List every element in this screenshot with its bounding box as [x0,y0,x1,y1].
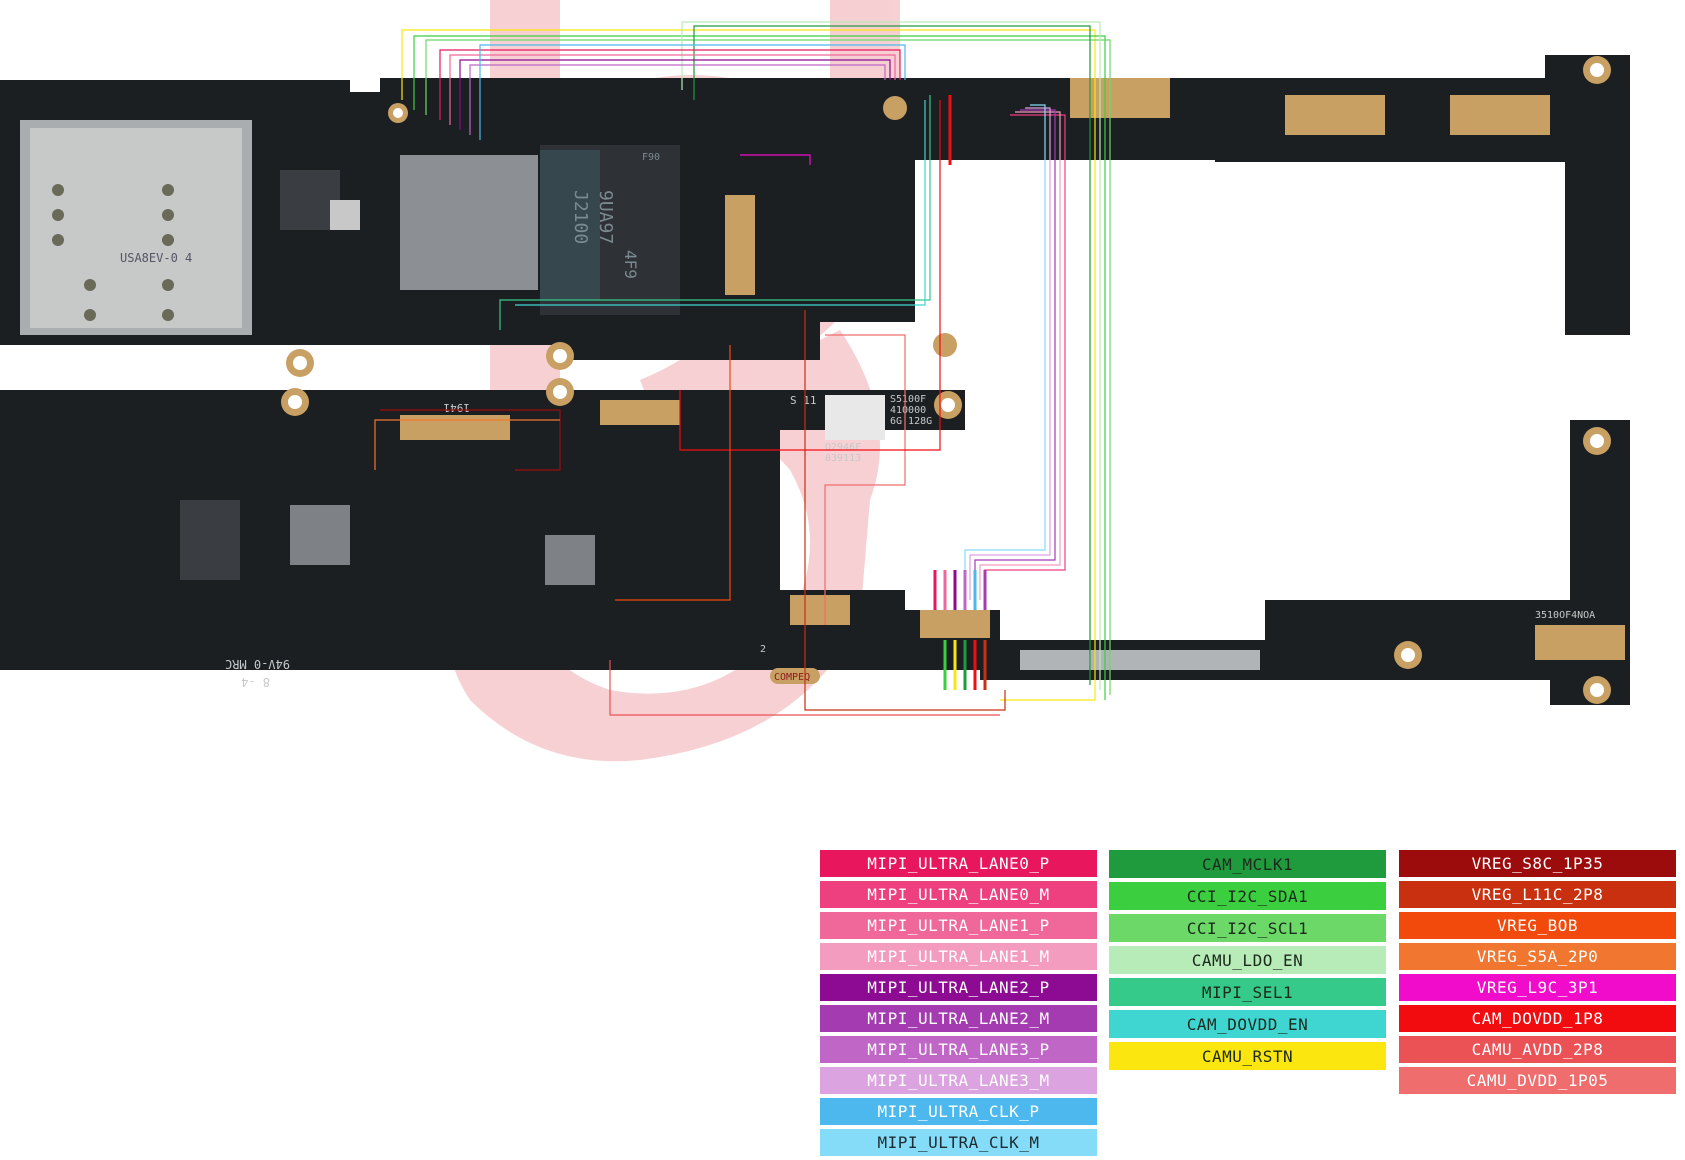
legend-item-mipi-ultra-lane3-p: MIPI_ULTRA_LANE3_P [820,1036,1097,1063]
legend-item-mipi-sel1: MIPI_SEL1 [1109,978,1386,1006]
connector-pins [933,95,987,690]
legend-item-vreg-l11c-2p8: VREG_L11C_2P8 [1399,881,1676,908]
chip-marking-2: J2100 [570,190,591,244]
compeq-label: COMPEQ [774,672,810,683]
legend-item-vreg-bob: VREG_BOB [1399,912,1676,939]
chip-marking-top: F90 [642,152,660,163]
legend-item-mipi-ultra-clk-m: MIPI_ULTRA_CLK_M [820,1129,1097,1156]
chip-marking-1: 9UA97 [595,190,616,244]
legend-item-mipi-ultra-lane2-m: MIPI_ULTRA_LANE2_M [820,1005,1097,1032]
sim-label: USA8EV-0 4 [120,251,192,265]
board-code-2: 8 -4 [241,675,270,689]
legend-item-cam-dovdd-en: CAM_DOVDD_EN [1109,1010,1386,1038]
legend-item-mipi-ultra-lane1-m: MIPI_ULTRA_LANE1_M [820,943,1097,970]
legend-item-cci-i2c-scl1: CCI_I2C_SCL1 [1109,914,1386,942]
legend-item-cam-dovdd-1p8: CAM_DOVDD_1P8 [1399,1005,1676,1032]
label-s11: S 11 [790,394,817,407]
board-code: 94V-0 MRC [225,657,290,671]
label-1941: 1941 [444,401,471,414]
legend-item-mipi-ultra-lane0-m: MIPI_ULTRA_LANE0_M [820,881,1097,908]
legend-item-camu-dvdd-1p05: CAMU_DVDD_1P05 [1399,1067,1676,1094]
pcb-top: 9UA97 J2100 4F9 F90 USA8EV-0 4 [0,55,1630,360]
chip-marking-3: 4F9 [621,250,640,279]
legend-item-mipi-ultra-lane3-m: MIPI_ULTRA_LANE3_M [820,1067,1097,1094]
legend-item-mipi-ultra-lane0-p: MIPI_ULTRA_LANE0_P [820,850,1097,877]
legend-item-mipi-ultra-clk-p: MIPI_ULTRA_CLK_P [820,1098,1097,1125]
legend-item-mipi-ultra-lane1-p: MIPI_ULTRA_LANE1_P [820,912,1097,939]
legend-item-cam-mclk1: CAM_MCLK1 [1109,850,1386,878]
legend-item-vreg-l9c-3p1: VREG_L9C_3P1 [1399,974,1676,1001]
legend-column-mipi: MIPI_ULTRA_LANE0_P MIPI_ULTRA_LANE0_M MIPI… [820,850,1097,1160]
legend-item-camu-ldo-en: CAMU_LDO_EN [1109,946,1386,974]
compeq-num: 2 [760,644,766,655]
legend-item-cci-i2c-sda1: CCI_I2C_SDA1 [1109,882,1386,910]
legend-item-vreg-s5a-2p0: VREG_S5A_2P0 [1399,943,1676,970]
right-label: 3510OF4NOA [1535,610,1595,621]
legend-item-mipi-ultra-lane2-p: MIPI_ULTRA_LANE2_P [820,974,1097,1001]
legend-item-camu-avdd-2p8: CAMU_AVDD_2P8 [1399,1036,1676,1063]
legend-item-camu-rstn: CAMU_RSTN [1109,1042,1386,1070]
legend-item-vreg-s8c-1p35: VREG_S8C_1P35 [1399,850,1676,877]
signal-traces [374,21,1111,716]
